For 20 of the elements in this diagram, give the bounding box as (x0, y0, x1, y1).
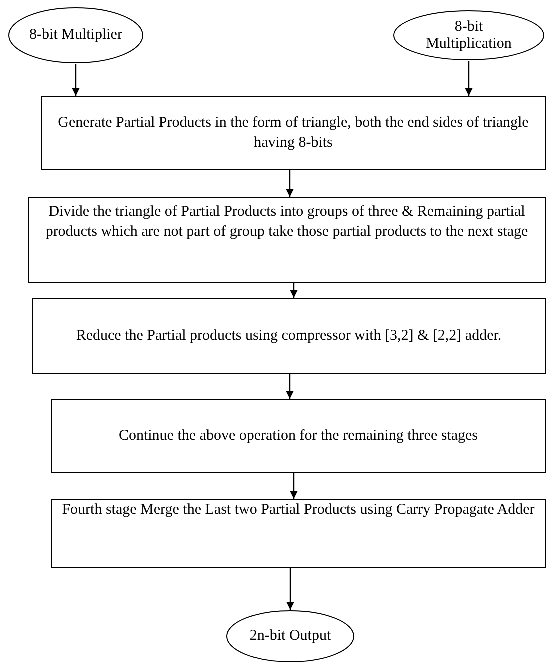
process-box (28, 197, 546, 283)
arrow (286, 170, 294, 197)
terminal-label: 2n-bit Output (250, 628, 332, 645)
process-box (51, 499, 546, 568)
process-box (51, 399, 546, 473)
arrow (286, 568, 294, 610)
process-text: Divide the triangle of Partial Products into groups of three & Remaining partial products which are not part of group take those partial products to the next stage (44, 203, 530, 242)
process-text: Reduce the Partial products using compressor with [3,2] & [2,2] adder. (76, 327, 502, 346)
process-text: Continue the above operation for the remaining three stages (118, 427, 478, 446)
terminal-label: 8-bit Multiplication (425, 18, 513, 52)
process-text: Fourth stage Merge the Last two Partial Products using Carry Propagate Adder (62, 501, 535, 520)
arrow (290, 473, 298, 499)
process-text: Generate Partial Products in the form of triangle, both the end sides of triangle having 8-bits (57, 114, 530, 153)
process-box (32, 298, 546, 374)
arrow (290, 283, 298, 298)
terminal-label: 8-bit Multiplier (30, 27, 122, 44)
process-box (41, 96, 546, 170)
arrow (72, 64, 80, 96)
arrow (286, 374, 294, 399)
arrow (465, 61, 473, 96)
